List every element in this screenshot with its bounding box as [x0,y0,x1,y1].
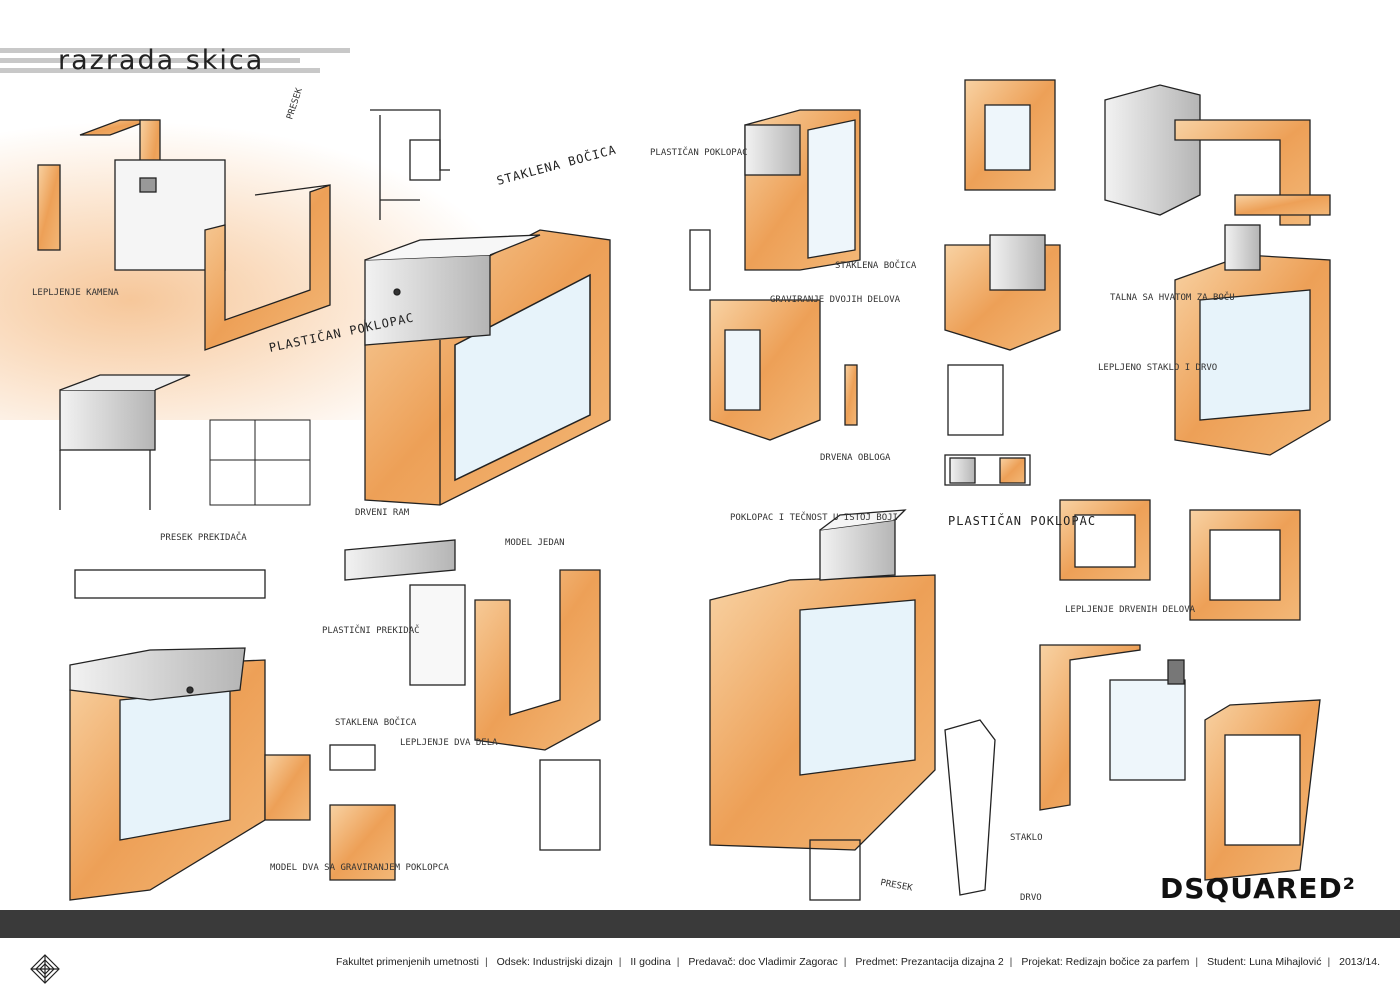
footer-bar [0,910,1400,938]
footer-item: Projekat: Redizajn bočice za parfem [1021,956,1190,968]
faculty-logo-icon [30,954,60,984]
label-presek: PRESEK [285,86,305,121]
label-lepljenje-drvenih: LEPLJENJE DRVENIH DELOVA [1065,605,1196,615]
label-plastican-poklopac-r: PLASTIČAN POKLOPAC [650,146,748,158]
label-lepljenje-dva-dela: LEPLJENJE DVA DELA [400,738,498,748]
stripe [0,48,350,53]
label-lepljenje-kamena: LEPLJENJE KAMENA [32,288,119,298]
label-plasticni-prekidac: PLASTIČNI PREKIDAČ [322,624,420,636]
footer-item: Student: Luna Mihajlović [1207,956,1322,968]
sketch-frames-right [1039,499,1321,881]
footer-item: Odsek: Industrijski dizajn [496,956,613,968]
sketch-main-frame-1 [364,109,611,506]
footer: Fakultet primenjenih umetnosti| Odsek: I… [0,938,1400,1000]
label-presek-b: PRESEK [879,878,913,894]
label-poklopac-tecnost: POKLOPAC I TEČNOST U ISTOJ BOJI [730,511,898,523]
label-plastican-poklopac-b: PLASTIČAN POKLOPAC [948,513,1096,528]
footer-item: Fakultet primenjenih umetnosti [335,956,479,968]
label-drvo: DRVO [1020,893,1042,903]
stripe [0,58,300,63]
footer-item: II godina [630,956,671,968]
stripe [0,68,320,73]
sketch-cluster-right-top [944,79,1061,486]
label-staklena-bocica-r: STAKLENA BOČICA [835,259,917,271]
sketch-exploded-1 [37,119,331,510]
label-talna-sa: TALNA SA HVATOM ZA BOČU [1110,291,1235,303]
sketch-bottom-main [709,509,996,901]
footer-item: 2013/14. [1339,956,1380,968]
sketch-cluster-center [689,109,861,441]
title-stripes [0,48,350,78]
sketch-bottom-left [69,569,266,901]
label-staklena-bocica: STAKLENA BOČICA [495,141,618,187]
sketch-bottom-center [264,539,601,881]
label-staklo: STAKLO [1010,833,1043,843]
label-drveni-ram: DRVENI RAM [355,508,410,518]
label-presek-prekidaca: PRESEK PREKIDAČA [160,531,247,543]
brand-logo: DSQUARED² [1160,872,1356,905]
sketch-far-right-top [1104,84,1331,456]
footer-item: Predmet: Prezantacija dizajna 2 [855,956,1004,968]
label-model-jedan: MODEL JEDAN [505,538,565,548]
label-staklena-bocica-2: STAKLENA BOČICA [335,716,417,728]
footer-item: Predavač: doc Vladimir Zagorac [688,956,838,968]
footer-credits: Fakultet primenjenih umetnosti| Odsek: I… [335,956,1380,968]
page-title: razrada skica [58,45,265,76]
label-lepljeno: LEPLJENO STAKLO I DRVO [1098,363,1217,373]
label-model-dva: MODEL DVA SA GRAVIRANJEM POKLOPCA [270,863,449,873]
label-drvena-obloga: DRVENA OBLOGA [820,453,891,463]
label-graviranje: GRAVIRANJE DVOJIH DELOVA [770,295,901,305]
sketch-drawings: PRESEK STAKLENA BOČICA PLASTIČAN POKLOPA… [32,79,1331,903]
